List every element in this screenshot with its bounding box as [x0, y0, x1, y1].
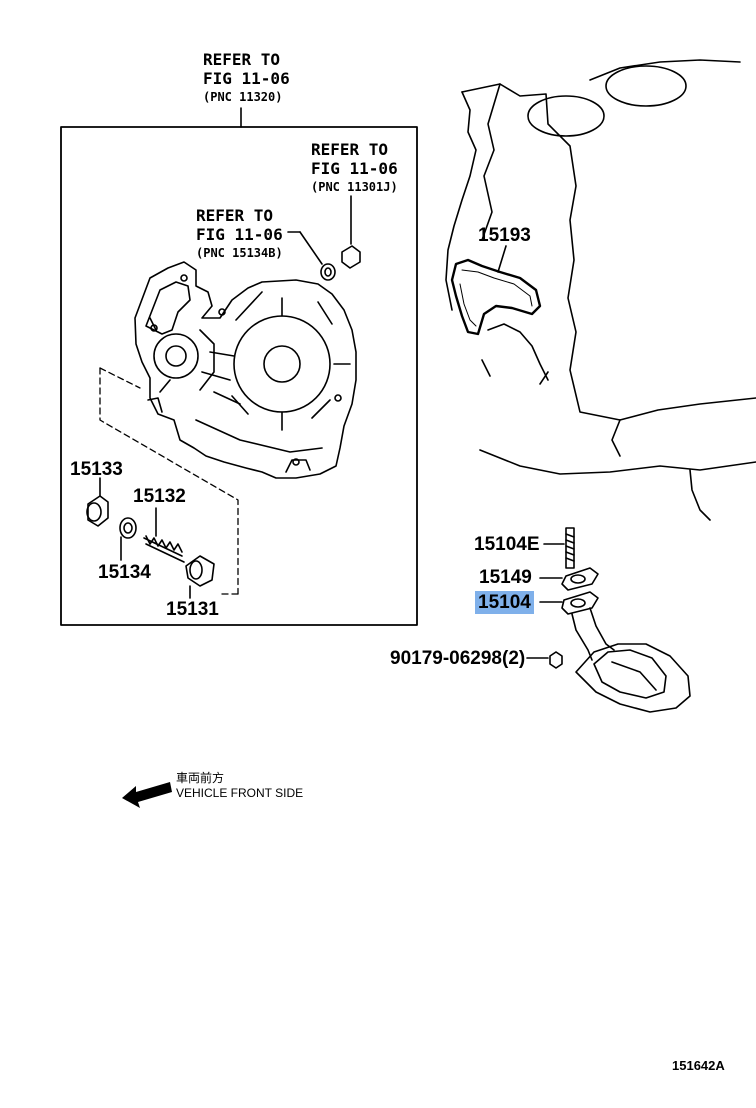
- reference-pnc: (PNC 11320): [203, 90, 283, 104]
- plug-shape: [341, 245, 361, 269]
- reference-pnc: (PNC 11301J): [311, 180, 398, 194]
- reference-block-seal: REFER TO FIG 11-06 (PNC 15134B): [196, 206, 283, 263]
- part-number-15104-highlighted[interactable]: 15104: [475, 591, 534, 614]
- oil-strainer-gasket-shape: [539, 567, 599, 591]
- reference-line2: FIG 11-06: [196, 225, 283, 244]
- part-number-15193[interactable]: 15193: [478, 225, 531, 246]
- reference-line1: REFER TO: [203, 50, 281, 69]
- reference-line2: FIG 11-06: [203, 69, 290, 88]
- reference-line1: REFER TO: [196, 206, 274, 225]
- timing-cover-body: [134, 261, 357, 479]
- illustration-code: 151642A: [672, 1058, 725, 1073]
- part-number-90179-06298[interactable]: 90179-06298(2): [390, 648, 526, 669]
- part-number-15132[interactable]: 15132: [133, 486, 186, 507]
- part-number-15149[interactable]: 15149: [479, 567, 532, 588]
- engine-block-outline: [445, 59, 756, 521]
- reference-block-plug: REFER TO FIG 11-06 (PNC 11301J): [311, 140, 398, 197]
- part-number-15104E[interactable]: 15104E: [474, 534, 540, 555]
- assembly-frame: [60, 126, 418, 626]
- part-number-15131[interactable]: 15131: [166, 599, 219, 620]
- seal-ring-shape: [320, 263, 336, 281]
- relief-valve-parts: [86, 477, 215, 599]
- arrow-left-icon: [122, 782, 172, 808]
- oil-strainer-shape: [539, 591, 691, 713]
- reference-line2: FIG 11-06: [311, 159, 398, 178]
- reference-block-top: REFER TO FIG 11-06 (PNC 11320): [203, 50, 290, 107]
- nut-shape: [549, 651, 563, 669]
- gasket-shape: [450, 258, 542, 336]
- stud-shape: [543, 527, 575, 569]
- reference-line1: REFER TO: [311, 140, 389, 159]
- reference-pnc: (PNC 15134B): [196, 246, 283, 260]
- vehicle-front-english: VEHICLE FRONT SIDE: [176, 786, 304, 800]
- vehicle-front-note: 車両前方 VEHICLE FRONT SIDE: [176, 771, 303, 801]
- part-number-15133[interactable]: 15133: [70, 459, 123, 480]
- part-number-15134[interactable]: 15134: [98, 562, 151, 583]
- vehicle-front-japanese: 車両前方: [176, 771, 225, 785]
